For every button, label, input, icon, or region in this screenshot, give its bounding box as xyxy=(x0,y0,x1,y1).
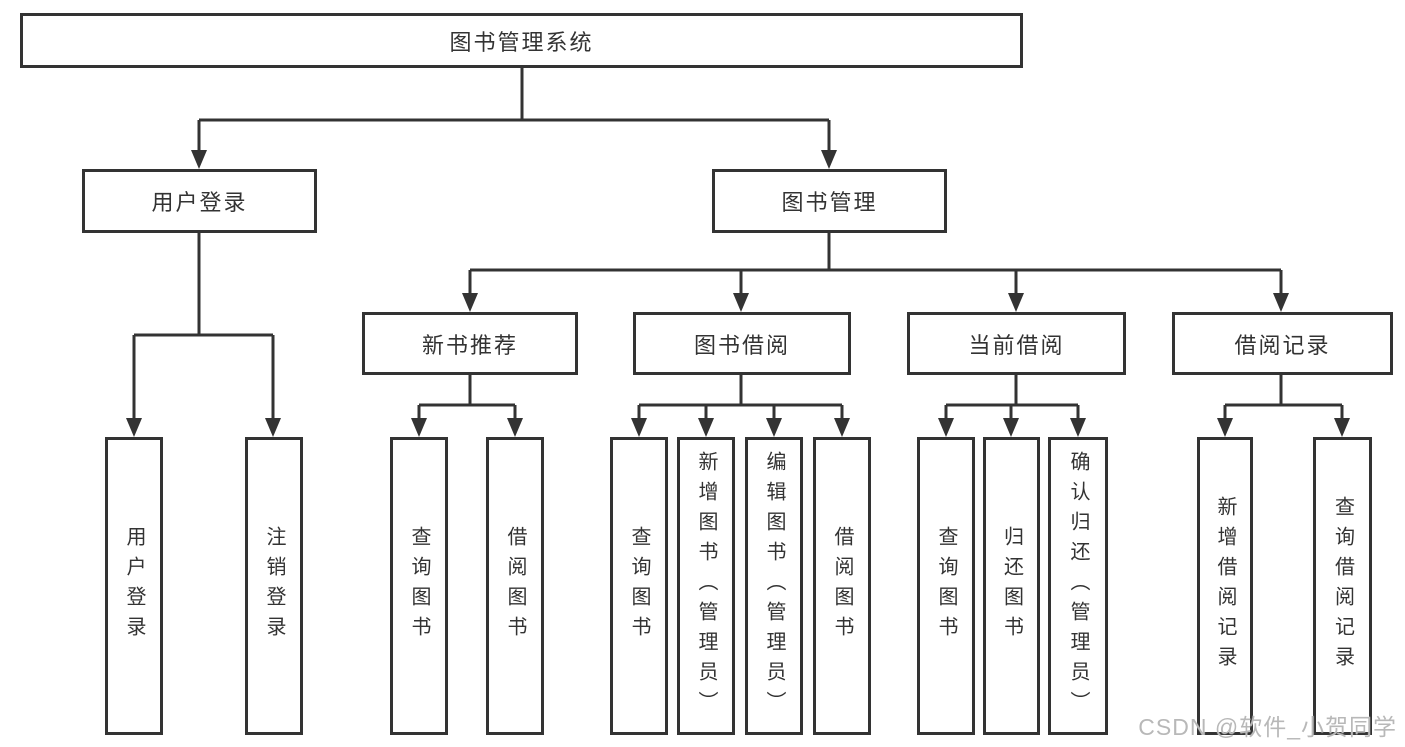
leaf-add-borrow-record: 新增借阅记录 xyxy=(1197,437,1253,735)
arrowheads xyxy=(126,150,1350,437)
leaf-query-books-1-label: 查询图书 xyxy=(408,526,430,646)
leaf-logout-label: 注销登录 xyxy=(263,526,285,646)
node-new-book-recommend-label: 新书推荐 xyxy=(421,332,518,358)
leaf-query-books-1: 查询图书 xyxy=(390,437,448,735)
leaf-query-borrow-record-label: 查询借阅记录 xyxy=(1331,496,1354,676)
leaf-edit-book-admin-label: 编辑图书（管理员） xyxy=(763,451,785,721)
leaf-user-login-label: 用户登录 xyxy=(123,526,145,646)
connector-current-borrow-bus xyxy=(944,375,1080,420)
leaf-query-books-3-label: 查询图书 xyxy=(935,526,957,646)
leaf-query-books-3: 查询图书 xyxy=(917,437,975,735)
node-root-label: 图书管理系统 xyxy=(449,29,594,55)
node-current-borrowing: 当前借阅 xyxy=(907,312,1126,375)
leaf-add-borrow-record-label: 新增借阅记录 xyxy=(1214,496,1236,676)
node-user-login-label: 用户登录 xyxy=(151,190,248,215)
node-user-login: 用户登录 xyxy=(82,169,317,233)
leaf-borrow-books-1-label: 借阅图书 xyxy=(504,526,526,646)
connector-book-mgmt-bus xyxy=(468,233,1283,295)
leaf-confirm-return-admin-label: 确认归还（管理员） xyxy=(1067,451,1089,721)
leaf-logout: 注销登录 xyxy=(245,437,303,735)
node-book-borrowing-label: 图书借阅 xyxy=(693,332,790,358)
node-book-borrowing: 图书借阅 xyxy=(633,312,851,375)
leaf-edit-book-admin: 编辑图书（管理员） xyxy=(745,437,803,735)
connector-new-book-bus xyxy=(417,375,517,420)
leaf-return-books: 归还图书 xyxy=(983,437,1040,735)
connector-borrow-record-bus xyxy=(1223,375,1344,420)
connector-user-login-bus xyxy=(132,233,275,420)
leaf-query-books-2: 查询图书 xyxy=(610,437,668,735)
csdn-watermark: CSDN @软件_小贺同学 xyxy=(1138,714,1397,740)
leaf-return-books-label: 归还图书 xyxy=(1000,526,1023,646)
leaf-borrow-books-1: 借阅图书 xyxy=(486,437,544,735)
node-new-book-recommend: 新书推荐 xyxy=(362,312,578,375)
leaf-borrow-books-2: 借阅图书 xyxy=(813,437,871,735)
node-book-management: 图书管理 xyxy=(712,169,947,233)
leaf-borrow-books-2-label: 借阅图书 xyxy=(831,526,853,646)
node-borrowing-records: 借阅记录 xyxy=(1172,312,1393,375)
node-current-borrowing-label: 当前借阅 xyxy=(968,332,1065,358)
connector-root-bus xyxy=(197,68,831,152)
node-root: 图书管理系统 xyxy=(20,13,1023,68)
leaf-user-login: 用户登录 xyxy=(105,437,163,735)
leaf-confirm-return-admin: 确认归还（管理员） xyxy=(1048,437,1108,735)
leaf-query-borrow-record: 查询借阅记录 xyxy=(1313,437,1372,735)
connector-book-borrow-bus xyxy=(637,375,844,420)
node-borrowing-records-label: 借阅记录 xyxy=(1234,332,1331,358)
node-book-management-label: 图书管理 xyxy=(781,190,878,215)
leaf-add-book-admin-label: 新增图书（管理员） xyxy=(695,451,717,721)
leaf-query-books-2-label: 查询图书 xyxy=(628,526,650,646)
leaf-add-book-admin: 新增图书（管理员） xyxy=(677,437,735,735)
